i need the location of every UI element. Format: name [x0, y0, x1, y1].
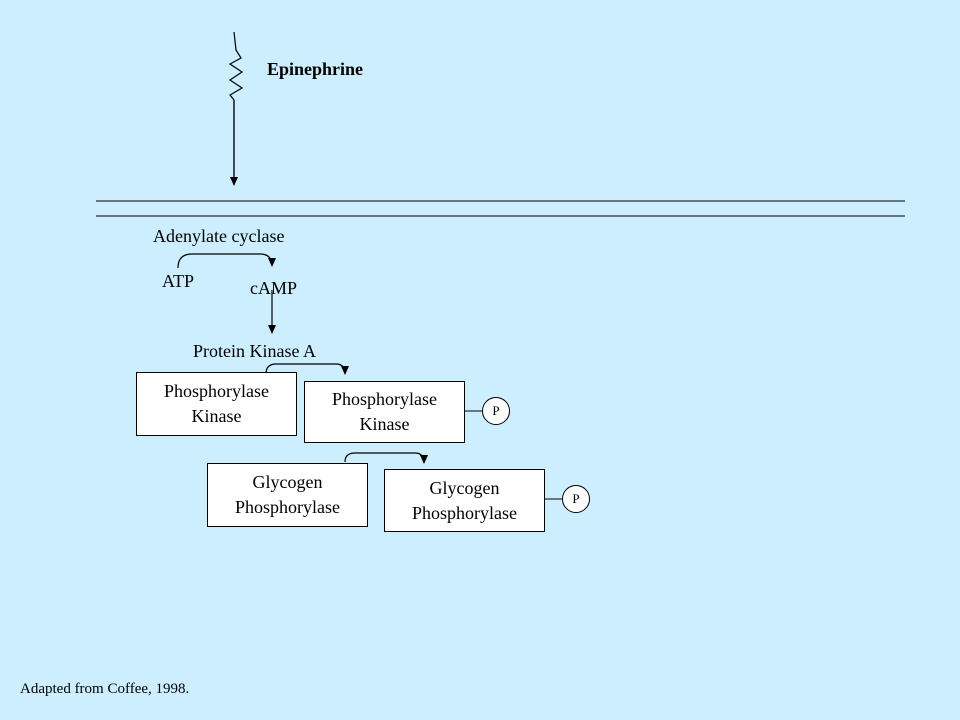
phosphate-badge-glycogen: P: [562, 485, 590, 513]
phosphate-badge-kinase: P: [482, 397, 510, 425]
phosphorylase-kinase-inactive-line1: Phosphorylase: [164, 381, 269, 401]
glycogen-phosphorylase-inactive-box: Glycogen Phosphorylase: [207, 463, 368, 527]
phosphorylase-kinase-active-line1: Phosphorylase: [332, 389, 437, 409]
epinephrine-label: Epinephrine: [267, 59, 364, 79]
glycogen-phosphorylase-inactive-line2: Phosphorylase: [235, 497, 340, 517]
phosphorylase-kinase-inactive-line2: Kinase: [191, 406, 242, 426]
protein-kinase-a-label: Protein Kinase A: [193, 341, 316, 361]
glycogen-phosphorylase-active-line2: Phosphorylase: [412, 502, 517, 523]
atp-label: ATP: [162, 271, 195, 291]
adenylate-cyclase-label: Adenylate cyclase: [153, 226, 285, 246]
phosphorylase-kinase-activation-arrow: [265, 363, 349, 375]
source-footnote: Adapted from Coffee, 1998.: [20, 681, 190, 697]
glycogen-phosphorylase-inactive-line1: Glycogen: [252, 472, 323, 492]
phosphorylase-kinase-inactive-box: Phosphorylase Kinase: [136, 372, 297, 436]
phosphorylase-kinase-active-line2: Kinase: [359, 414, 410, 434]
epinephrine-squiggle: [228, 31, 244, 178]
phosphorylase-kinase-active-box: Phosphorylase Kinase: [304, 381, 465, 443]
glycogen-phosphorylase-active-box: Glycogen Phosphorylase: [384, 469, 545, 532]
glycogen-phosphorylase-active-line1: Glycogen: [429, 477, 500, 498]
atp-to-camp-arrow: [177, 253, 276, 269]
camp-label: cAMP: [250, 278, 298, 298]
glycogen-phosphorylase-activation-arrow: [344, 452, 428, 464]
